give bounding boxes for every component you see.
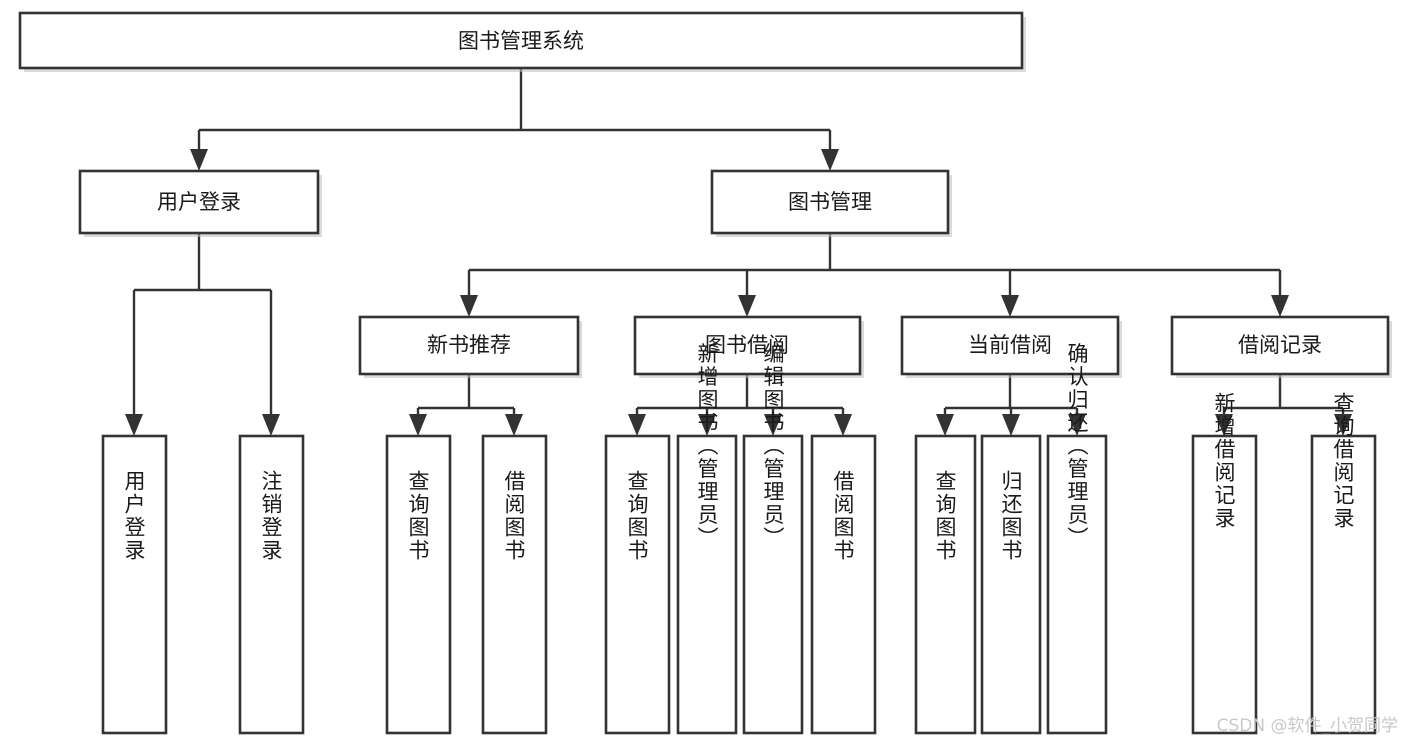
new-book-recommend-label: 新书推荐	[427, 333, 511, 357]
leaf-borrow-books-borrow-box[interactable]	[810, 434, 877, 735]
leaf-borrow-books-new[interactable]: 借阅图书	[481, 434, 548, 735]
leaf-add-borrow-record[interactable]: 新增借阅记录	[1191, 392, 1258, 735]
arrow-new-books-to-leaf-1	[409, 414, 427, 436]
leaf-borrow-books-new-label: 借阅图书	[502, 470, 526, 562]
leaf-query-books-new-box[interactable]	[385, 434, 452, 735]
leaf-edit-book-admin-label: 编辑图书（管理员）	[761, 343, 785, 550]
leaf-add-book-admin[interactable]: 新增图书（管理员）	[676, 343, 738, 735]
leaf-confirm-return-admin-label: 确认归还（管理员）	[1065, 343, 1089, 550]
arrow-borrow-to-leaf-3	[764, 414, 782, 436]
leaf-edit-book-admin-box[interactable]	[742, 434, 804, 735]
node-new-book-recommend[interactable]: 新书推荐	[358, 315, 582, 378]
leaf-borrow-books-borrow-label: 借阅图书	[831, 470, 855, 562]
arrow-borrow-to-leaf-2	[698, 414, 716, 436]
node-current-borrow[interactable]: 当前借阅	[900, 315, 1122, 378]
arrow-user-login-to-leaf-1	[125, 414, 143, 436]
arrow-root-to-user-login	[190, 149, 208, 171]
node-book-borrow[interactable]: 图书借阅	[633, 315, 864, 378]
leaf-logout[interactable]: 注销登录	[238, 434, 305, 735]
arrow-current-to-leaf-2	[1002, 414, 1020, 436]
arrow-records-to-leaf-1	[1215, 414, 1233, 436]
arrow-borrow-to-leaf-1	[628, 414, 646, 436]
current-borrow-label: 当前借阅	[968, 333, 1052, 357]
arrow-current-to-leaf-1	[936, 414, 954, 436]
leaf-confirm-return-admin[interactable]: 确认归还（管理员）	[1046, 343, 1108, 735]
edge-current-trunk	[943, 374, 1079, 420]
leaf-borrow-books-new-box[interactable]	[481, 434, 548, 735]
node-root-system[interactable]: 图书管理系统	[18, 11, 1026, 72]
borrow-records-box[interactable]	[1170, 315, 1390, 376]
leaf-add-book-admin-box[interactable]	[676, 434, 738, 735]
borrow-records-label: 借阅记录	[1238, 333, 1322, 357]
leaf-query-borrow-record-label: 查询借阅记录	[1331, 392, 1355, 530]
leaf-return-books-box[interactable]	[980, 434, 1042, 735]
user-login-box[interactable]	[78, 169, 320, 235]
csdn-watermark: CSDN @软件_小贺同学	[1217, 716, 1398, 736]
arrow-book-mgmt-to-new-books	[460, 295, 478, 317]
leaf-logout-box[interactable]	[238, 434, 305, 735]
leaf-query-books-borrow-label: 查询图书	[625, 470, 649, 562]
book-borrow-label: 图书借阅	[705, 333, 789, 357]
arrow-book-mgmt-to-borrow	[738, 295, 756, 317]
leaf-user-login-label: 用户登录	[122, 470, 146, 562]
leaf-return-books[interactable]: 归还图书	[980, 434, 1042, 735]
leaf-query-books-borrow[interactable]: 查询图书	[604, 434, 671, 735]
leaf-query-books-new[interactable]: 查询图书	[385, 434, 452, 735]
arrow-borrow-to-leaf-4	[834, 414, 852, 436]
arrow-book-mgmt-to-records	[1271, 295, 1289, 317]
leaf-confirm-return-admin-box[interactable]	[1046, 434, 1108, 735]
leaf-logout-label: 注销登录	[259, 470, 283, 562]
node-book-management[interactable]: 图书管理	[710, 169, 952, 237]
current-borrow-box[interactable]	[900, 315, 1120, 376]
leaf-query-borrow-record-box[interactable]	[1310, 434, 1377, 735]
edge-root-trunk	[197, 68, 832, 155]
leaf-query-borrow-record[interactable]: 查询借阅记录	[1310, 392, 1377, 735]
edge-records-trunk	[1222, 374, 1345, 420]
book-management-box[interactable]	[710, 169, 950, 235]
user-login-label: 用户登录	[157, 190, 241, 214]
root-box[interactable]	[18, 11, 1024, 70]
leaf-user-login-box[interactable]	[101, 434, 168, 735]
leaf-query-books-borrow-box[interactable]	[604, 434, 671, 735]
leaf-edit-book-admin[interactable]: 编辑图书（管理员）	[742, 343, 804, 735]
leaf-borrow-books-borrow[interactable]: 借阅图书	[810, 434, 877, 735]
node-borrow-records[interactable]: 借阅记录	[1170, 315, 1392, 378]
edge-group	[125, 68, 1352, 436]
book-borrow-box[interactable]	[633, 315, 862, 376]
arrow-current-to-leaf-3	[1068, 414, 1086, 436]
new-book-recommend-box[interactable]	[358, 315, 580, 376]
root-label: 图书管理系统	[458, 29, 584, 53]
leaf-query-books-new-label: 查询图书	[406, 470, 430, 562]
arrow-records-to-leaf-2	[1334, 414, 1352, 436]
leaf-return-books-label: 归还图书	[999, 470, 1023, 562]
leaf-add-book-admin-label: 新增图书（管理员）	[695, 343, 719, 550]
arrow-root-to-book-mgmt	[821, 149, 839, 171]
leaf-add-borrow-record-box[interactable]	[1191, 434, 1258, 735]
arrow-book-mgmt-to-current	[1001, 295, 1019, 317]
leaf-add-borrow-record-label: 新增借阅记录	[1212, 392, 1236, 530]
edge-borrow-trunk	[635, 374, 845, 420]
edge-new-books-trunk	[416, 374, 516, 420]
leaf-query-books-current-box[interactable]	[914, 434, 977, 735]
arrow-new-books-to-leaf-2	[505, 414, 523, 436]
edge-user-login-trunk	[132, 233, 273, 420]
book-management-label: 图书管理	[788, 190, 872, 214]
leaf-query-books-current-label: 查询图书	[933, 470, 957, 562]
node-user-login[interactable]: 用户登录	[78, 169, 322, 237]
leaf-query-books-current[interactable]: 查询图书	[914, 434, 977, 735]
leaf-user-login[interactable]: 用户登录	[101, 434, 168, 735]
edge-book-mgmt-trunk	[467, 233, 1282, 301]
arrow-user-login-to-leaf-2	[262, 414, 280, 436]
